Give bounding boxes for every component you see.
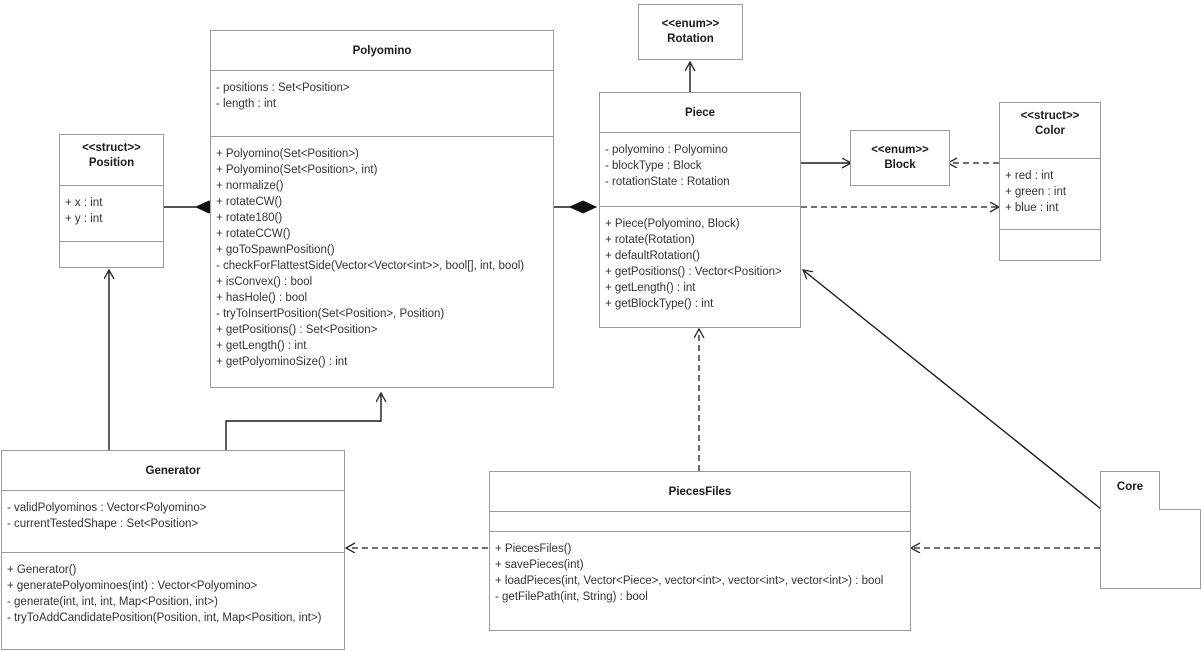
- class-methods-piece: + Piece(Polyomino, Block) + rotate(Rotat…: [600, 207, 800, 327]
- class-title-piece: Piece: [600, 93, 800, 133]
- method-item: - generate(int, int, int, Map<Position, …: [7, 596, 218, 608]
- attribute-item: + y : int: [65, 213, 103, 225]
- method-item: - checkForFlattestSide(Vector<Vector<int…: [216, 260, 525, 272]
- attribute-item: - currentTestedShape : Set<Position>: [7, 518, 199, 530]
- attribute-item: - validPolyominos : Vector<Polyomino>: [7, 502, 207, 514]
- class-title-color: <<struct>> Color: [1000, 103, 1100, 159]
- class-attributes-color: + red : int + green : int + blue : int: [1000, 159, 1100, 230]
- class-attributes-piece: - polyomino : Polyomino - blockType : Bl…: [600, 133, 800, 207]
- method-item: + getPolyominoSize() : int: [216, 356, 348, 368]
- class-box-piecesfiles[interactable]: PiecesFiles + PiecesFiles() + savePieces…: [489, 471, 911, 631]
- class-methods-generator: + Generator() + generatePolyominoes(int)…: [2, 553, 344, 649]
- method-item: + savePieces(int): [495, 559, 584, 571]
- method-item: - tryToAddCandidatePosition(Position, in…: [7, 612, 322, 624]
- class-box-color[interactable]: <<struct>> Color + red : int + green : i…: [999, 102, 1101, 261]
- class-title-generator: Generator: [2, 451, 344, 491]
- class-box-generator[interactable]: Generator - validPolyominos : Vector<Pol…: [1, 450, 345, 650]
- method-item: + defaultRotation(): [605, 250, 700, 262]
- method-item: + rotateCCW(): [216, 228, 291, 240]
- class-title-block: <<enum>> Block: [851, 131, 949, 185]
- attribute-item: + red : int: [1005, 170, 1054, 182]
- class-box-rotation[interactable]: <<enum>> Rotation: [638, 4, 743, 60]
- class-box-position[interactable]: <<struct>> Position + x : int + y : int: [59, 134, 164, 268]
- class-name-color: Color: [1034, 125, 1066, 137]
- method-item: + rotate(Rotation): [605, 234, 695, 246]
- edge-generator-polyomino: [225, 393, 381, 450]
- attribute-item: + green : int: [1005, 186, 1067, 198]
- method-item: + rotateCW(): [216, 196, 283, 208]
- class-name-position: Position: [88, 157, 135, 169]
- class-attributes-position: + x : int + y : int: [60, 186, 163, 242]
- method-item: - tryToInsertPosition(Set<Position>, Pos…: [216, 308, 445, 320]
- class-methods-color: [1000, 230, 1100, 260]
- method-item: + getBlockType() : int: [605, 298, 714, 310]
- method-item: + Generator(): [7, 564, 77, 576]
- method-item: + Piece(Polyomino, Block): [605, 218, 740, 230]
- method-item: - getFilePath(int, String) : bool: [495, 591, 648, 603]
- package-name-core: Core: [1116, 481, 1144, 493]
- method-item: + rotate180(): [216, 212, 283, 224]
- class-box-piece[interactable]: Piece - polyomino : Polyomino - blockTyp…: [599, 92, 801, 328]
- class-methods-piecesfiles: + PiecesFiles() + savePieces(int) + load…: [490, 532, 910, 630]
- class-stereotype-color: <<struct>>: [1020, 110, 1080, 122]
- class-name-polyomino: Polyomino: [352, 45, 412, 57]
- package-body-core[interactable]: [1100, 509, 1201, 589]
- method-item: + hasHole() : bool: [216, 292, 308, 304]
- package-tab-core[interactable]: Core: [1100, 471, 1160, 510]
- class-name-piece: Piece: [684, 107, 716, 119]
- method-item: + Polyomino(Set<Position>, int): [216, 164, 378, 176]
- class-attributes-polyomino: - positions : Set<Position> - length : i…: [211, 71, 553, 137]
- attribute-item: + x : int: [65, 197, 103, 209]
- class-name-piecesfiles: PiecesFiles: [668, 486, 732, 498]
- class-stereotype-rotation: <<enum>>: [661, 18, 720, 30]
- attribute-item: - positions : Set<Position>: [216, 82, 350, 94]
- class-methods-position: [60, 242, 163, 267]
- method-item: + isConvex() : bool: [216, 276, 313, 288]
- method-item: + getLength() : int: [605, 282, 696, 294]
- attribute-item: + blue : int: [1005, 202, 1059, 214]
- class-attributes-generator: - validPolyominos : Vector<Polyomino> - …: [2, 491, 344, 553]
- method-item: + getPositions() : Set<Position>: [216, 324, 378, 336]
- class-name-generator: Generator: [145, 465, 201, 477]
- method-item: + Polyomino(Set<Position>): [216, 148, 359, 160]
- class-name-block: Block: [884, 159, 916, 171]
- method-item: + loadPieces(int, Vector<Piece>, vector<…: [495, 575, 884, 587]
- method-item: + goToSpawnPosition(): [216, 244, 335, 256]
- class-box-block[interactable]: <<enum>> Block: [850, 130, 950, 186]
- attribute-item: - rotationState : Rotation: [605, 176, 730, 188]
- class-title-position: <<struct>> Position: [60, 135, 163, 186]
- method-item: + getPositions() : Vector<Position>: [605, 266, 782, 278]
- method-item: + normalize(): [216, 180, 284, 192]
- class-attributes-piecesfiles: [490, 512, 910, 532]
- class-box-polyomino[interactable]: Polyomino - positions : Set<Position> - …: [210, 30, 554, 388]
- class-title-piecesfiles: PiecesFiles: [490, 472, 910, 512]
- method-item: + PiecesFiles(): [495, 543, 572, 555]
- attribute-item: - length : int: [216, 98, 277, 110]
- attribute-item: - blockType : Block: [605, 160, 702, 172]
- method-item: + generatePolyominoes(int) : Vector<Poly…: [7, 580, 258, 592]
- edge-polyomino-piece: [554, 200, 598, 214]
- class-methods-polyomino: + Polyomino(Set<Position>) + Polyomino(S…: [211, 137, 553, 387]
- class-title-polyomino: Polyomino: [211, 31, 553, 71]
- method-item: + getLength() : int: [216, 340, 307, 352]
- class-stereotype-position: <<struct>>: [82, 142, 141, 154]
- attribute-item: - polyomino : Polyomino: [605, 144, 728, 156]
- class-stereotype-block: <<enum>>: [871, 144, 929, 156]
- class-name-rotation: Rotation: [667, 33, 714, 45]
- class-title-rotation: <<enum>> Rotation: [639, 5, 742, 59]
